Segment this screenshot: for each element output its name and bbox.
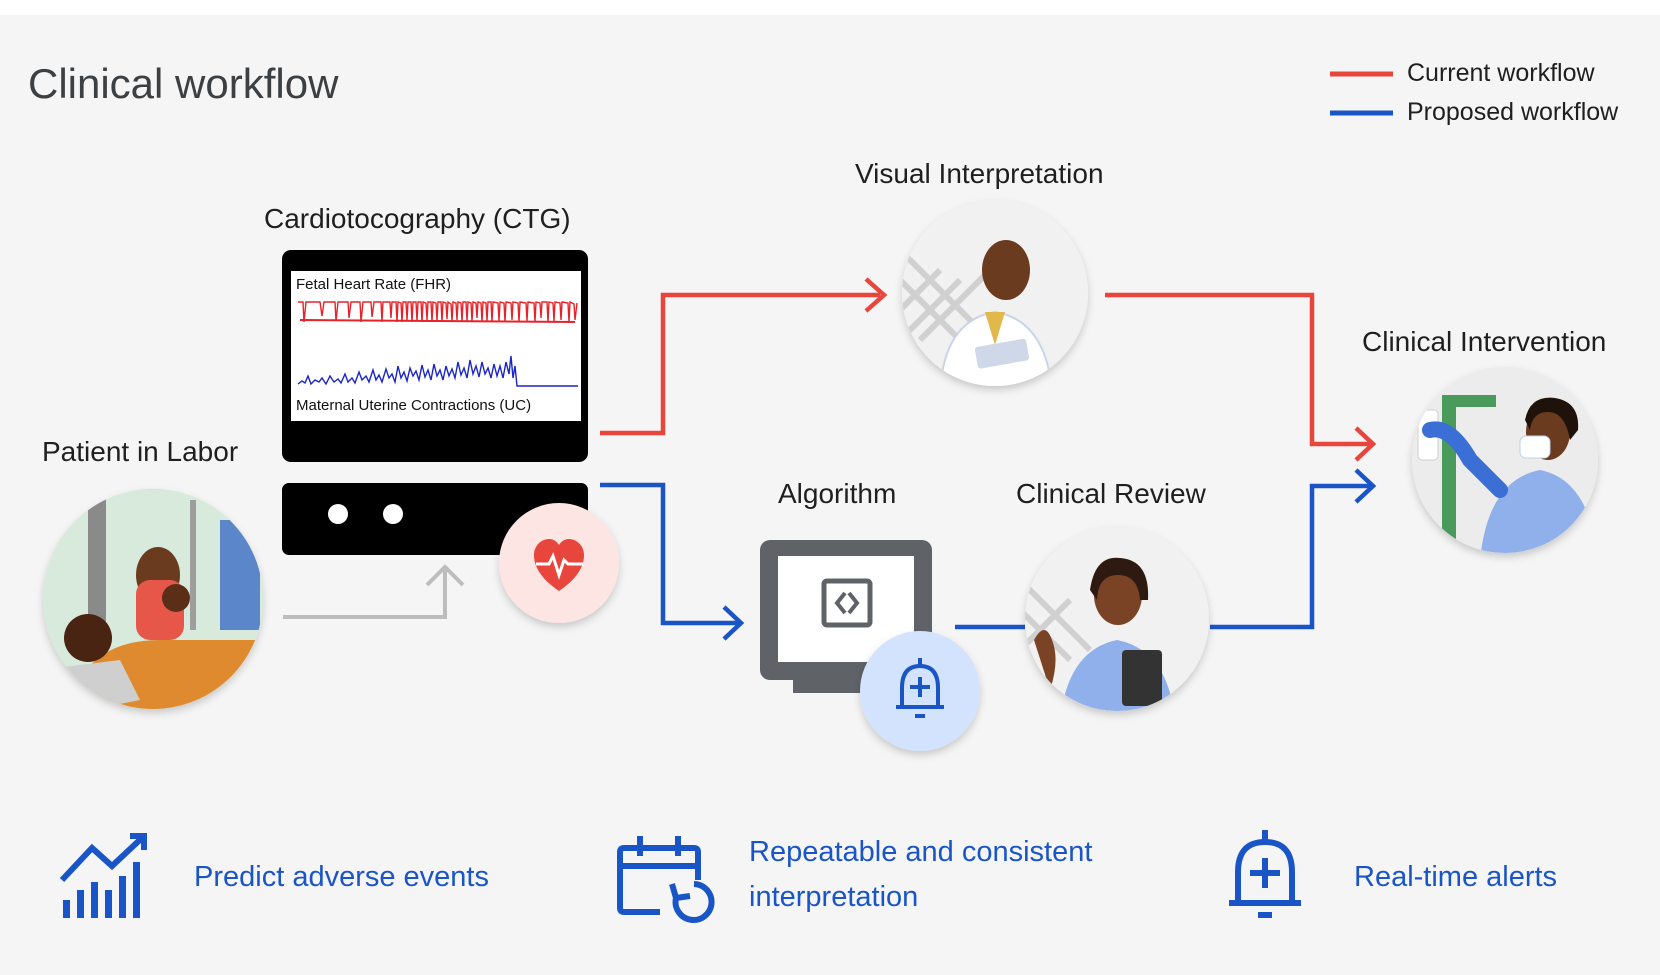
medical-bell-icon xyxy=(1229,830,1301,918)
visual-interpretation-label: Visual Interpretation xyxy=(855,158,1104,189)
legend-current-label: Current workflow xyxy=(1407,59,1595,87)
patient-to-ctg-arrow xyxy=(283,564,465,619)
ctg-monitor: Fetal Heart Rate (FHR) Maternal Uterine … xyxy=(282,250,588,555)
visual-interpretation-illustration xyxy=(902,200,1088,386)
diagram-canvas xyxy=(0,15,1660,975)
trend-chart-icon xyxy=(59,833,147,918)
uc-trace xyxy=(297,355,578,387)
alert-bell-icon xyxy=(896,658,944,718)
calendar-repeat-icon xyxy=(617,836,715,923)
feature-repeatable-line2: interpretation xyxy=(749,881,919,913)
feature-repeatable-line1: Repeatable and consistent xyxy=(749,836,1093,868)
clinical-review-label: Clinical Review xyxy=(1016,478,1206,509)
feature-predict-text: Predict adverse events xyxy=(194,861,489,893)
heart-rate-icon xyxy=(534,539,584,591)
clinical-intervention-label: Clinical Intervention xyxy=(1362,326,1607,357)
fhr-trace xyxy=(298,300,578,323)
current-workflow-path xyxy=(600,277,1377,462)
ctg-label: Cardiotocography (CTG) xyxy=(264,203,571,234)
page-title: Clinical workflow xyxy=(28,60,339,107)
algorithm-label: Algorithm xyxy=(778,478,897,509)
uc-label: Maternal Uterine Contractions (UC) xyxy=(296,397,531,414)
ctg-button-2 xyxy=(383,504,403,524)
clinical-intervention-illustration xyxy=(1412,367,1598,553)
patient-label: Patient in Labor xyxy=(42,436,239,467)
feature-alerts-text: Real-time alerts xyxy=(1354,861,1558,893)
ctg-screen xyxy=(291,271,581,421)
proposed-workflow-path xyxy=(600,468,1377,641)
fhr-label: Fetal Heart Rate (FHR) xyxy=(296,276,451,293)
legend-proposed-label: Proposed workflow xyxy=(1407,98,1619,126)
patient-illustration xyxy=(43,489,263,709)
clinical-review-illustration xyxy=(1025,527,1209,711)
ctg-button-1 xyxy=(328,504,348,524)
